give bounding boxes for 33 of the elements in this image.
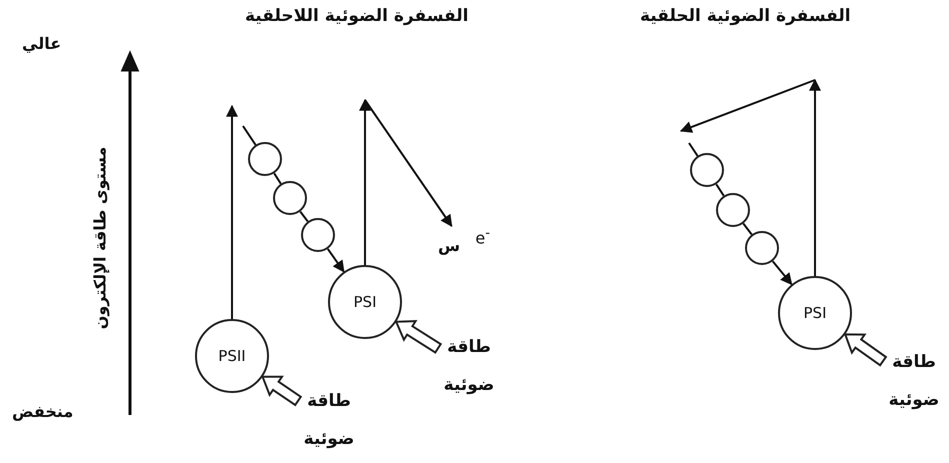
arrow (226, 104, 238, 319)
arrow (772, 260, 792, 286)
connector-line (242, 125, 256, 146)
axis-label: مستوى طاقة الإلكترون (90, 146, 110, 330)
photosystem-circle: PSII (195, 319, 269, 393)
panel-title: الفسفرة الضوئية اللاحلقية (245, 6, 468, 26)
connector-line (688, 142, 698, 156)
text-label: طاقة ضوئية (438, 328, 500, 408)
panel-title: الفسفرة الضوئية الحلقية (640, 6, 851, 26)
arrow (680, 78, 821, 276)
light-arrow (844, 333, 888, 367)
text-label: طاقة ضوئية (883, 343, 945, 423)
electron-symbol: e$^{-}$ (475, 226, 490, 248)
photosystem-circle: PSI (778, 276, 852, 350)
arrow (359, 98, 452, 265)
connector-line (742, 222, 752, 236)
text-label: طاقة ضوئية (298, 382, 360, 462)
connector-line (300, 211, 308, 222)
axis-end-label: منخفض (12, 402, 74, 421)
connector-line (273, 172, 282, 184)
axis-end-label: عالي (22, 34, 62, 53)
carrier-circle (745, 231, 779, 265)
carrier-circle (301, 218, 335, 252)
carrier-circle (716, 193, 750, 227)
light-arrow (394, 320, 442, 354)
connector-line (715, 184, 725, 196)
light-arrow (261, 376, 302, 406)
photosystem-circle: PSI (328, 265, 402, 339)
acceptor-label: س (438, 236, 460, 255)
carrier-circle (248, 142, 282, 176)
carrier-circle (690, 153, 724, 187)
carrier-circle (273, 181, 307, 215)
arrow (326, 248, 345, 273)
